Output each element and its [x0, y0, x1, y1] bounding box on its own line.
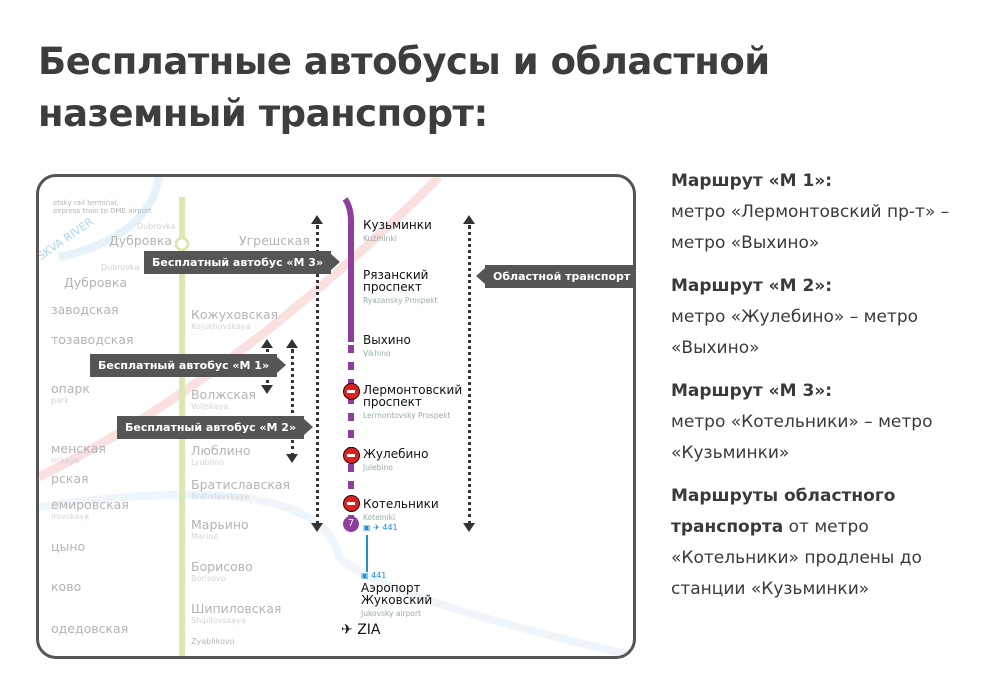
bus-route-441: ▣ ✈ 441 [363, 523, 398, 532]
line-7-badge: 7 [343, 516, 359, 532]
m3-route-line [316, 225, 319, 525]
route-m1: Маршрут «М 1»:метро «Лермонтовский пр-т»… [671, 171, 950, 253]
arrow-down-icon [261, 385, 273, 394]
metro-map: etsky rail terminal,express train to DME… [36, 174, 636, 659]
station-label: Дубровка [109, 233, 173, 248]
airport-code: ✈ ZIA [341, 622, 381, 638]
label-regional: Областной транспорт [475, 265, 633, 288]
arrow-up-icon [463, 215, 475, 224]
station-label: Угрешская [239, 233, 310, 248]
arrow-down-icon [311, 523, 323, 532]
station-label: рская [51, 471, 89, 486]
station-label: ково [51, 579, 82, 594]
label-m3: Бесплатный автобус «М 3» [144, 251, 341, 274]
arrow-up-icon [261, 339, 273, 348]
regional-note: Маршруты областного транспорта от метро … [671, 486, 922, 599]
label-m2: Бесплатный автобус «М 2» [117, 416, 314, 439]
page-title: Бесплатные автобусы и областной наземный… [38, 40, 770, 135]
station-label: цыно [51, 539, 86, 554]
station-label-en: Dubrovka [137, 222, 176, 231]
route-m3: Маршрут «М 3»:метро «Котельники» – метро… [671, 381, 933, 463]
arrow-up-icon [286, 339, 298, 348]
regional-route-line [468, 225, 471, 525]
station-label-en: Dubrovka [101, 263, 140, 272]
routes-description: Маршрут «М 1»:метро «Лермонтовский пр-т»… [671, 166, 971, 617]
station-label: Дубровка [64, 275, 128, 290]
station-label: Zyablikovo [191, 637, 235, 646]
station-label: заводская [51, 302, 119, 317]
station-label: одедовская [51, 621, 129, 636]
closed-station-icon [343, 447, 360, 464]
station-label: тозаводская [51, 332, 134, 347]
arrow-down-icon [463, 523, 475, 532]
m2-route-line [291, 349, 294, 457]
arrow-down-icon [286, 454, 298, 463]
bus-route-441: ▣ 441 [361, 571, 387, 580]
arrow-up-icon [311, 215, 323, 224]
route-m2: Маршрут «М 2»:метро «Жулебино» – метро «… [671, 276, 919, 358]
closed-station-icon [343, 495, 360, 512]
plane-icon: ✈ [341, 622, 353, 638]
closed-station-icon [343, 383, 360, 400]
faded-note: etsky rail terminal,express train to DME… [53, 199, 152, 215]
label-m1: Бесплатный автобус «М 1» [90, 354, 287, 377]
